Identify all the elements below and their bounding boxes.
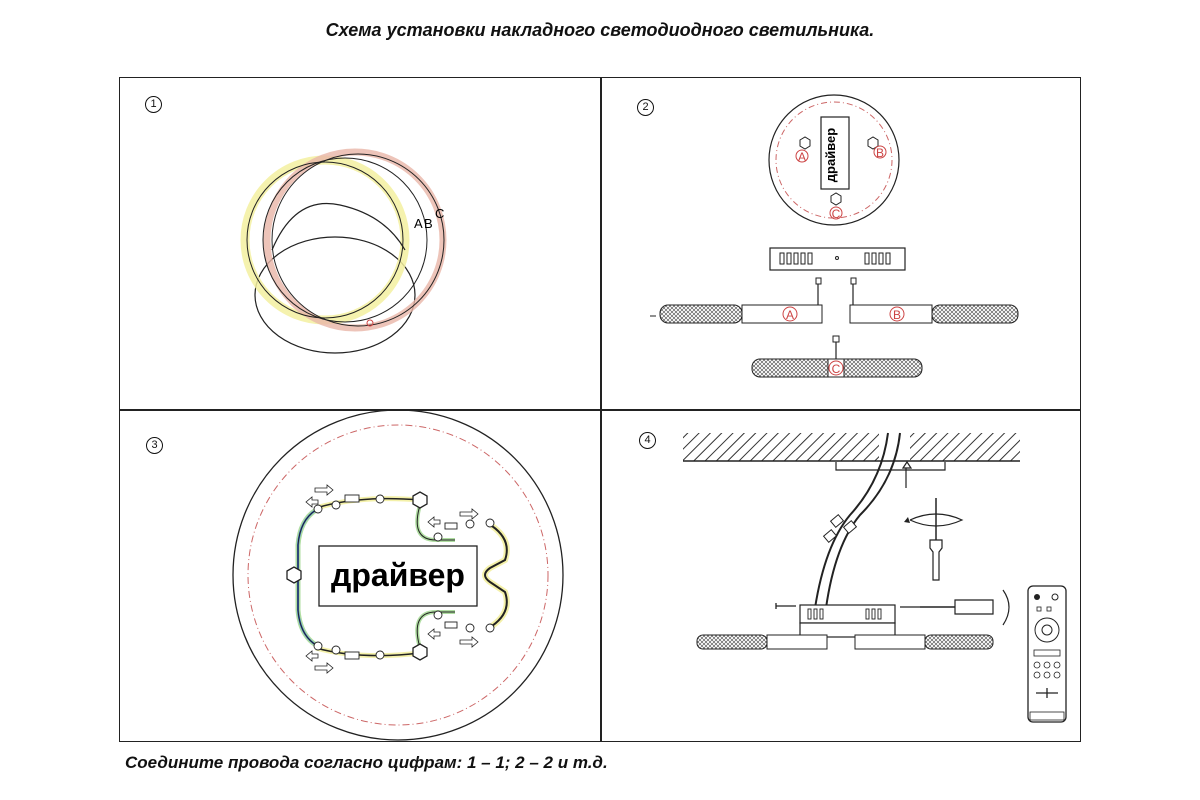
panel-1-ring-lamp	[240, 148, 447, 354]
step-number-4: 4	[639, 432, 656, 449]
ring-label-c: C	[435, 206, 444, 221]
rotate-arrow-icon	[909, 513, 964, 527]
screw-icon	[901, 460, 913, 488]
ring-label-a: A	[414, 216, 423, 231]
driver-label-panel-2: драйвер	[823, 128, 838, 182]
remote-control-icon	[1027, 585, 1067, 723]
panel-2-mount-view	[650, 94, 1019, 378]
arm-label-c: C	[832, 362, 841, 376]
arm-label-a: A	[786, 308, 794, 322]
hex-nut-icon	[412, 643, 428, 661]
step-number-3: 3	[146, 437, 163, 454]
hex-nut-icon	[286, 566, 302, 584]
ring-1	[246, 161, 404, 319]
driver-label-panel-3: драйвер	[331, 557, 465, 593]
ring-2	[262, 157, 428, 323]
step-number-1: 1	[145, 96, 162, 113]
page-title: Схема установки накладного светодиодного…	[325, 20, 875, 40]
wiring-dash-circle	[247, 424, 549, 726]
driver-box	[318, 545, 478, 607]
footer-instruction: Соедините провода согласно цифрам: 1 – 1…	[125, 753, 608, 772]
connector-label-c: C	[832, 207, 841, 221]
mount-dash-circle	[775, 101, 893, 219]
connector-c-icon	[829, 206, 843, 220]
led-strip-right	[931, 304, 1019, 324]
connector-b-icon	[873, 145, 887, 159]
arm-label-b: B	[893, 308, 901, 322]
hex-nut-icon	[830, 192, 842, 206]
panel-3-wiring	[232, 409, 564, 741]
led-strip-left	[696, 634, 768, 650]
arm-right	[849, 304, 933, 324]
base-disc	[254, 236, 416, 354]
connector-a-icon	[795, 149, 809, 163]
inner-arc	[271, 203, 406, 251]
led-strip-left	[659, 304, 743, 324]
panel-divider-horizontal	[119, 409, 1081, 411]
arm-left	[741, 304, 823, 324]
ring-glow-red	[263, 148, 447, 332]
connector-label-b: B	[876, 146, 884, 160]
ceiling-left	[683, 433, 879, 461]
ring-label-b: B	[424, 216, 433, 231]
panel-4-installation	[683, 432, 1067, 723]
ring-3	[271, 153, 445, 327]
ceiling-right	[910, 433, 1020, 461]
mount-disc	[768, 94, 900, 226]
driver-box	[820, 116, 850, 190]
rotate-arrow-icon	[1002, 589, 1010, 626]
wiring-disc	[232, 409, 564, 741]
hex-nut-icon	[799, 136, 811, 150]
hex-nut-icon	[412, 491, 428, 509]
connector-label-a: A	[798, 150, 806, 164]
led-strip-right	[924, 634, 994, 650]
step-number-2: 2	[637, 99, 654, 116]
